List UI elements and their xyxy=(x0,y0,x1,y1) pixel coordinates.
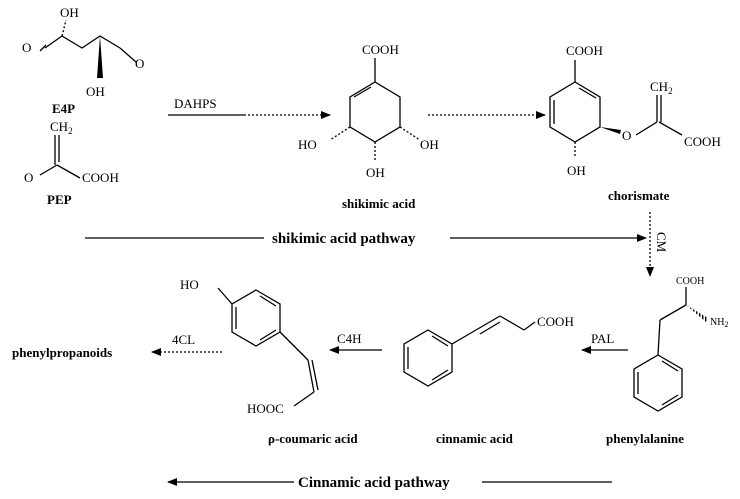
cm-label: CM xyxy=(654,232,669,253)
e4p-structure xyxy=(39,19,137,78)
shikimic-ho: HO xyxy=(298,137,317,152)
e4p-oh-bottom: OH xyxy=(86,84,105,99)
phe-nh2: NH2 xyxy=(710,317,728,329)
pal-label: PAL xyxy=(591,331,614,346)
e4p-o-right: O xyxy=(135,56,144,71)
p-coumaric-ho: HO xyxy=(180,277,199,292)
phenylpropanoids-label: phenylpropanoids xyxy=(12,345,112,360)
chorismate-ether-o: O xyxy=(622,128,631,143)
cinnamic-cooh: COOH xyxy=(537,314,574,329)
cinnamic-acid-label: cinnamic acid xyxy=(436,431,514,446)
pep-label: PEP xyxy=(47,192,72,207)
chorismate-ch2: CH2 xyxy=(650,79,673,96)
pep-ch2: CH2 xyxy=(50,119,73,136)
cinnamic-pathway-label: Cinnamic acid pathway xyxy=(298,475,450,491)
e4p-label: E4P xyxy=(52,101,75,116)
c4h-label: C4H xyxy=(337,331,362,346)
chorismate-cooh-side: COOH xyxy=(684,134,721,149)
shikimic-acid-label: shikimic acid xyxy=(342,196,416,211)
e4p-oh-top: OH xyxy=(60,5,79,20)
chorismate-oh: OH xyxy=(567,163,586,178)
shikimic-cooh: COOH xyxy=(362,42,399,57)
pep-structure xyxy=(39,135,81,179)
shikimic-acid-structure xyxy=(329,58,421,160)
chorismate-structure xyxy=(549,60,683,158)
chorismate-label: chorismate xyxy=(608,188,670,203)
phenylalanine-structure xyxy=(633,287,708,412)
cinnamic-acid-structure xyxy=(403,315,536,387)
p-coumaric-acid-label: ρ-coumaric acid xyxy=(268,431,358,446)
fourcl-label: 4CL xyxy=(172,332,195,347)
p-coumaric-acid-structure xyxy=(217,287,319,407)
pep-o: O xyxy=(24,170,33,185)
p-coumaric-hooc: HOOC xyxy=(247,401,284,416)
shikimic-oh-bottom: OH xyxy=(366,165,385,180)
dahps-label: DAHPS xyxy=(174,96,217,111)
phenylalanine-label: phenylalanine xyxy=(606,431,684,446)
shikimic-oh-right: OH xyxy=(420,137,439,152)
chorismate-cooh: COOH xyxy=(566,43,603,58)
pep-cooh: COOH xyxy=(82,170,119,185)
e4p-aldehyde-o: O xyxy=(22,40,31,55)
shikimic-pathway-label: shikimic acid pathway xyxy=(272,231,416,247)
phe-cooh: COOH xyxy=(676,276,704,287)
